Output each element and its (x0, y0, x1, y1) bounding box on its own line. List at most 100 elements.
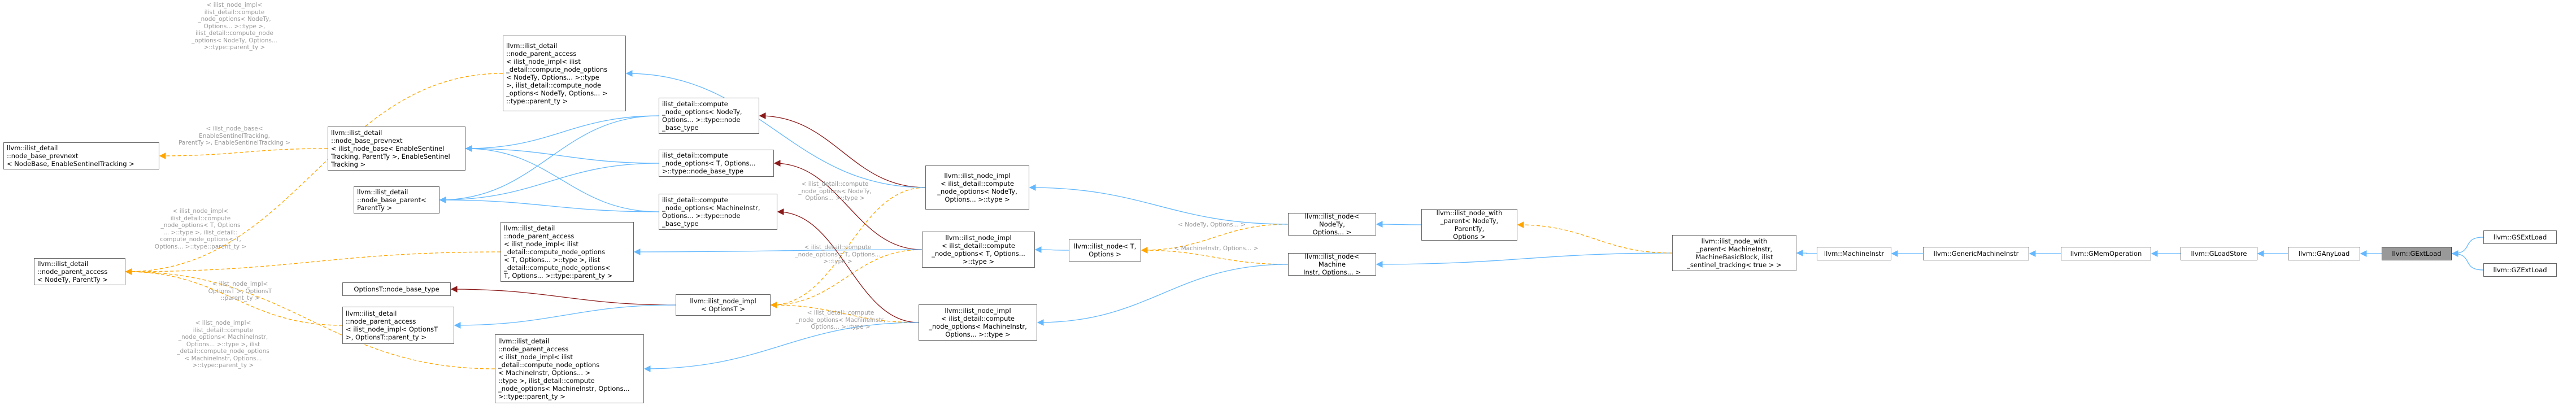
edge-label-npa-t: < ilist_node_impl< ilist_detail::compute… (154, 208, 247, 250)
node-prevnext-sentinel[interactable]: llvm::ilist_detail ::node_base_prevnext … (328, 127, 465, 171)
node-impl-mi[interactable]: llvm::ilist_node_impl < ilist_detail::co… (919, 304, 1037, 341)
node-label-impl-mi: llvm::ilist_node_impl < ilist_detail::co… (929, 307, 1027, 338)
node-parent-ptrs[interactable]: llvm::ilist_detail ::node_parent_access … (503, 36, 626, 111)
edge-prevnext_sentinel-to-cno_t_base (465, 145, 659, 164)
edge-base_parent-to-cno_t_base (439, 163, 659, 203)
node-ilist-node-t[interactable]: llvm::ilist_node< T, Options > (1069, 239, 1141, 262)
node-machineinstr[interactable]: llvm::MachineInstr (1817, 247, 1891, 260)
node-label-cno-t-base: ilist_detail::compute _node_options< T, … (662, 151, 756, 175)
edge-prevnext_sentinel-to-cno_mi_base (465, 145, 659, 212)
edge-label-impl-mi: < ilist_detail::compute _node_options< M… (795, 310, 886, 330)
node-label-optionst-base: OptionsT::node_base_type (354, 285, 440, 293)
edge-label-impl-t: < ilist_detail::compute _node_options< T… (795, 244, 881, 265)
node-impl-nodety[interactable]: llvm::ilist_node_impl < ilist_detail::co… (925, 165, 1029, 210)
edge-with_parent_mi-to-machineinstr (1796, 250, 1817, 256)
edge-label-ilist-node-mi: < MachineInstr, Options... > (1174, 245, 1259, 252)
edge-label-impl-nodety: < ilist_detail::compute _node_options< N… (798, 181, 872, 202)
node-label-gextload: llvm::GExtLoad (2392, 250, 2442, 258)
node-ilist-node-mi[interactable]: llvm::ilist_node< Machine Instr, Options… (1288, 252, 1376, 276)
node-label-with-parent-nodety: llvm::ilist_node_with _parent< NodeTy, P… (1436, 209, 1503, 241)
edge-npa_nodety-to-npa_mi (125, 268, 495, 369)
edge-cno_nodety_base-to-impl_nodety (759, 112, 926, 188)
node-label-ilist-node-nodety: llvm::ilist_node< NodeTy, Options... > (1304, 212, 1360, 236)
edge-cno_t_base-to-impl_t (773, 160, 923, 250)
node-label-cno-mi-base: ilist_detail::compute _node_options< Mac… (662, 196, 760, 228)
edge-prevnext_sentinel-to-cno_nodety_base (465, 115, 659, 152)
edge-label-parent-ptrs: < ilist_node_impl< ilist_detail::compute… (192, 2, 277, 51)
node-gmemop[interactable]: llvm::GMemOperation (2061, 247, 2151, 260)
node-gzext[interactable]: llvm::GZExtLoad (2483, 263, 2557, 277)
edge-ilist_node_nodety-to-with_parent_nodety (1376, 221, 1422, 228)
edge-gextload-to-gsext (2451, 237, 2484, 257)
node-npa-mi[interactable]: llvm::ilist_detail ::node_parent_access … (495, 334, 644, 403)
node-label-ilist-node-mi: llvm::ilist_node< Machine Instr, Options… (1303, 252, 1361, 276)
edge-optionst_base-to-impl_optionst (450, 286, 676, 306)
node-base-parent[interactable]: llvm::ilist_detail ::node_base_parent< P… (354, 186, 440, 213)
node-npa-t[interactable]: llvm::ilist_detail ::node_parent_access … (501, 222, 634, 282)
node-gloadstore[interactable]: llvm::GLoadStore (2181, 247, 2257, 260)
edge-impl_mi-to-ilist_node_mi (1037, 264, 1289, 326)
edge-npa_mi-to-impl_mi (643, 322, 919, 372)
node-with-parent-mi[interactable]: llvm::ilist_node_with _parent< MachineIn… (1672, 235, 1796, 271)
edge-npa_nodety-to-npa_t (125, 251, 501, 275)
node-label-parent-ptrs: llvm::ilist_detail ::node_parent_access … (506, 42, 608, 105)
edge-label-ilist-node-nodety: < NodeTy, Options... > (1178, 221, 1246, 228)
edge-impl_optionst-to-impl_mi (770, 302, 919, 323)
node-label-prevtext: llvm::ilist_detail ::node_base_prevnext … (7, 144, 134, 168)
edge-label-npa-optionst: < ilist_node_impl< OptionsT >, OptionsT … (208, 281, 272, 302)
edge-base_parent-to-cno_mi_base (439, 197, 659, 212)
node-label-impl-optionst: llvm::ilist_node_impl < OptionsT > (690, 297, 756, 313)
node-npa-optionst[interactable]: llvm::ilist_detail ::node_parent_access … (342, 307, 454, 344)
node-label-cno-nodety-base: ilist_detail::compute _node_options< Nod… (662, 100, 742, 132)
edge-npa_t-to-impl_t (633, 249, 923, 255)
node-label-gloadstore: llvm::GLoadStore (2191, 250, 2247, 258)
edge-cno_mi_base-to-impl_mi (777, 208, 919, 323)
node-label-gmemop: llvm::GMemOperation (2070, 250, 2142, 258)
node-optionst-base[interactable]: OptionsT::node_base_type (342, 282, 451, 296)
node-label-gaload: llvm::GAnyLoad (2298, 250, 2350, 258)
node-gaload[interactable]: llvm::GAnyLoad (2288, 247, 2360, 260)
node-label-impl-t: llvm::ilist_node_impl < ilist_detail::co… (932, 234, 1025, 265)
edge-prevtext-to-prevnext_sentinel (159, 148, 328, 159)
edge-ilist_node_mi-to-with_parent_mi (1376, 252, 1673, 268)
node-npa-nodety[interactable]: llvm::ilist_detail ::node_parent_access … (34, 258, 125, 285)
node-gmi[interactable]: llvm::GenericMachineInstr (1923, 247, 2029, 260)
node-label-base-parent: llvm::ilist_detail ::node_base_parent< P… (357, 188, 427, 212)
node-ilist-node-nodety[interactable]: llvm::ilist_node< NodeTy, Options... > (1288, 212, 1376, 236)
node-prevtext[interactable]: llvm::ilist_detail ::node_base_prevnext … (3, 142, 159, 169)
edge-base_parent-to-cno_nodety_base (439, 115, 659, 203)
edge-impl_nodety-to-ilist_node_nodety (1029, 184, 1289, 225)
edge-gextload-to-gzext (2451, 250, 2484, 271)
edge-ilist_node_t-to-ilist_node_nodety (1141, 224, 1289, 254)
node-gsext[interactable]: llvm::GSExtLoad (2483, 230, 2557, 244)
edge-ilist_node_t-to-ilist_node_mi (1141, 247, 1289, 265)
node-label-npa-t: llvm::ilist_detail ::node_parent_access … (504, 224, 613, 280)
edge-npa_nodety-to-npa_optionst (125, 268, 343, 326)
node-label-ilist-node-t: llvm::ilist_node< T, Options > (1073, 242, 1137, 258)
edge-impl_optionst-to-impl_nodety (770, 187, 926, 308)
node-impl-optionst[interactable]: llvm::ilist_node_impl < OptionsT > (676, 294, 771, 316)
node-cno-mi-base[interactable]: ilist_detail::compute _node_options< Mac… (659, 194, 777, 230)
edge-label-prevnext-sentinel: < ilist_node_base< EnableSentinelTrackin… (179, 125, 290, 146)
edge-parent_ptrs-to-impl_nodety (625, 70, 926, 188)
edge-npa_optionst-to-impl_optionst (454, 304, 676, 329)
edge-label-npa-mi: < ilist_node_impl< ilist_detail::compute… (177, 320, 269, 369)
node-label-gsext: llvm::GSExtLoad (2493, 233, 2547, 241)
node-label-impl-nodety: llvm::ilist_node_impl < ilist_detail::co… (937, 172, 1017, 203)
node-impl-t[interactable]: llvm::ilist_node_impl < ilist_detail::co… (922, 232, 1035, 268)
node-cno-t-base[interactable]: ilist_detail::compute _node_options< T, … (659, 150, 774, 177)
node-label-gzext: llvm::GZExtLoad (2493, 266, 2547, 274)
node-gextload-current[interactable]: llvm::GExtLoad (2382, 247, 2452, 260)
node-with-parent-nodety[interactable]: llvm::ilist_node_with _parent< NodeTy, P… (1421, 209, 1517, 241)
node-label-with-parent-mi: llvm::ilist_node_with _parent< MachineIn… (1687, 237, 1782, 269)
node-label-machineinstr: llvm::MachineInstr (1824, 250, 1885, 258)
edge-with_parent_nodety-to-with_parent_mi (1517, 221, 1673, 254)
node-label-npa-mi: llvm::ilist_detail ::node_parent_access … (498, 337, 630, 400)
node-label-gmi: llvm::GenericMachineInstr (1933, 250, 2019, 258)
node-cno-nodety-base[interactable]: ilist_detail::compute _node_options< Nod… (659, 98, 759, 134)
node-label-npa-optionst: llvm::ilist_detail ::node_parent_access … (346, 310, 438, 341)
edge-impl_optionst-to-impl_t (770, 249, 923, 308)
node-label-npa-nodety: llvm::ilist_detail ::node_parent_access … (37, 260, 108, 284)
node-label-prevnext-sentinel: llvm::ilist_detail ::node_base_prevnext … (331, 129, 450, 168)
